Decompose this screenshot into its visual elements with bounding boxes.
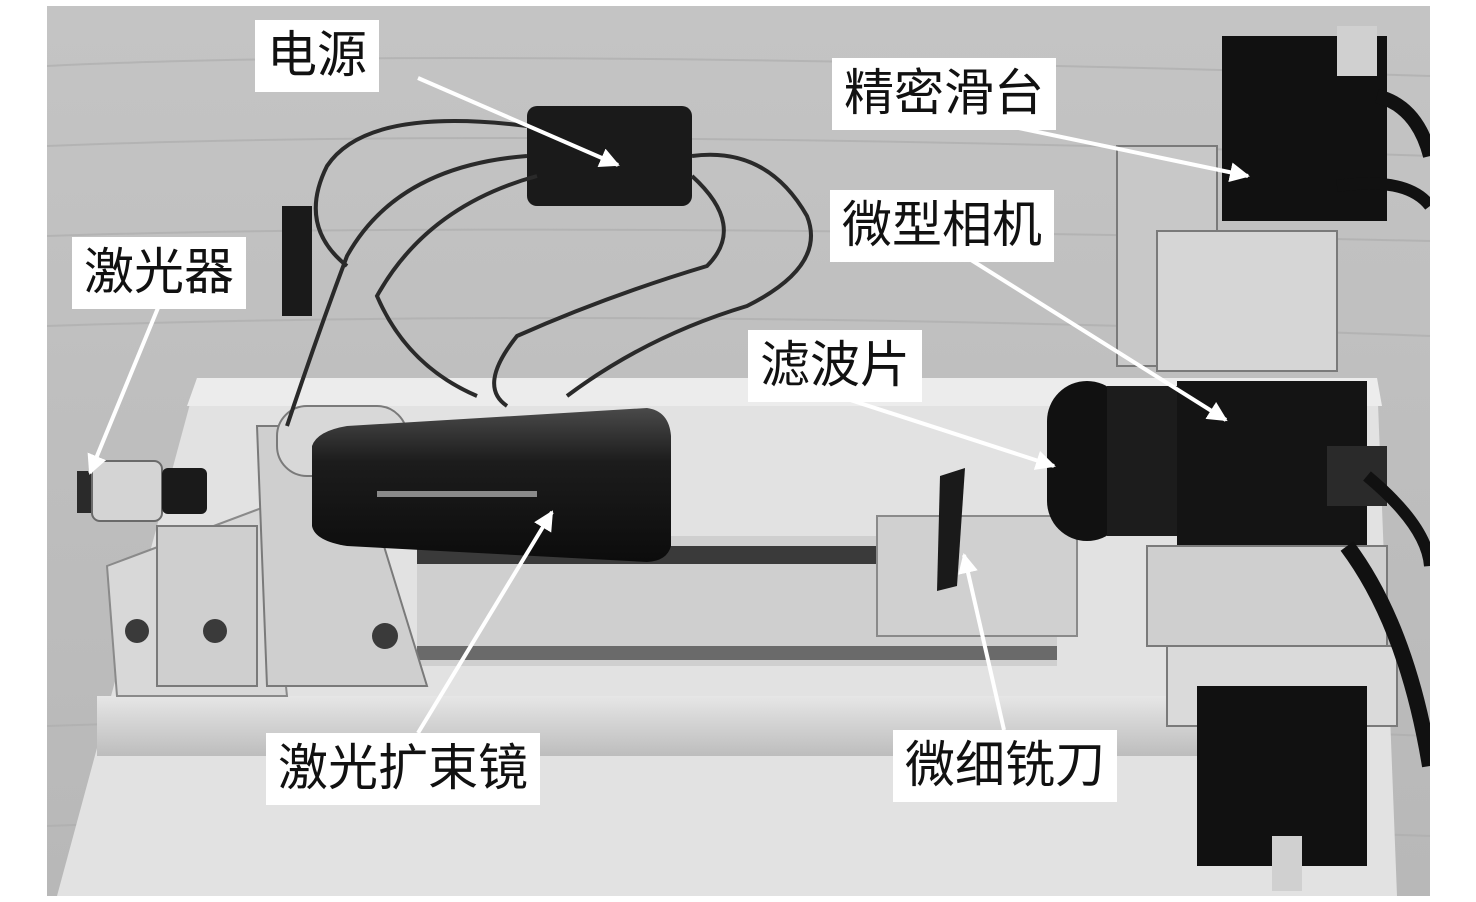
label-filter: 滤波片 (748, 330, 922, 402)
label-power: 电源 (255, 20, 379, 92)
experimental-setup-photo (47, 6, 1430, 896)
label-laser: 激光器 (72, 237, 246, 309)
label-beam-expander: 激光扩束镜 (266, 733, 540, 805)
label-micro-milling-cutter: 微细铣刀 (893, 730, 1117, 802)
label-precision-stage: 精密滑台 (832, 58, 1056, 130)
label-micro-camera: 微型相机 (830, 190, 1054, 262)
